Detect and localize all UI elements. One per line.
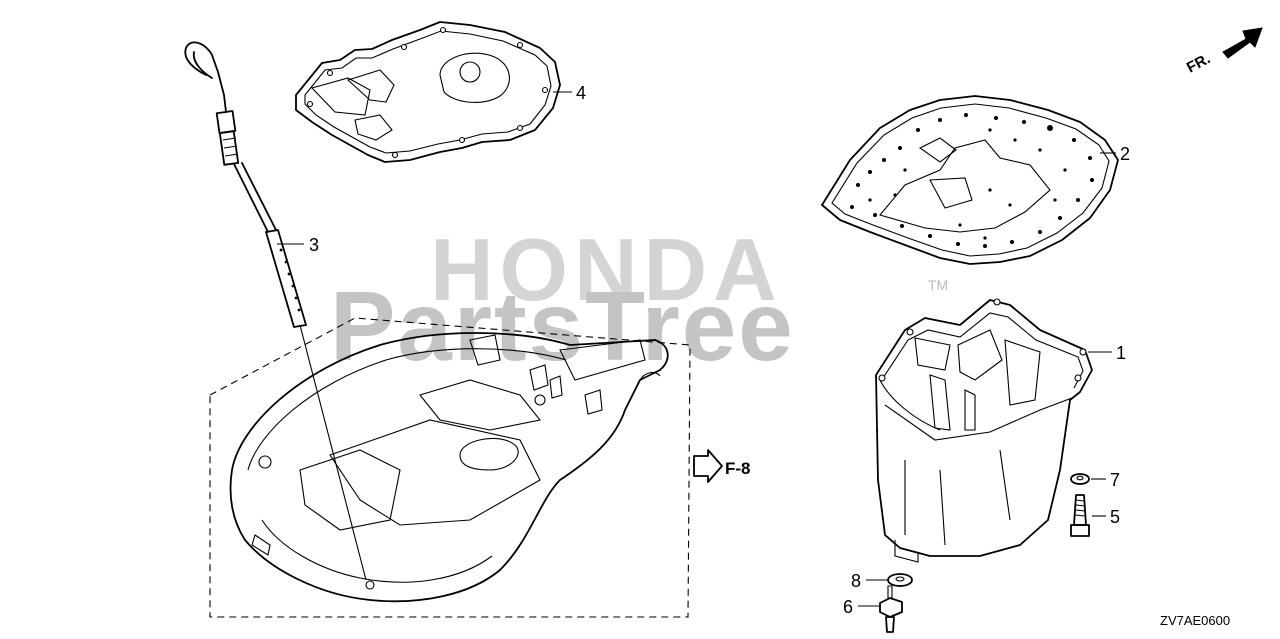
callout-2: 2 — [1120, 144, 1130, 164]
watermark-trademark: TM — [928, 277, 948, 293]
callout-1: 1 — [1116, 343, 1126, 363]
front-direction-indicator: FR. — [1184, 27, 1263, 77]
reference-label: F-8 — [725, 459, 751, 478]
part-gasket-upper — [295, 21, 572, 163]
callout-3: 3 — [309, 235, 319, 255]
part-plate — [821, 95, 1119, 265]
callout-7: 7 — [1110, 470, 1120, 490]
part-dipstick — [184, 41, 367, 581]
part-bolt-5 — [1070, 494, 1106, 537]
callout-5: 5 — [1110, 507, 1120, 527]
part-washer-8 — [866, 573, 913, 587]
callout-6: 6 — [843, 597, 853, 617]
part-bolt-6 — [858, 585, 903, 633]
part-washer-7 — [1070, 473, 1106, 485]
undercover-assembly — [209, 317, 691, 618]
callout-8: 8 — [851, 571, 861, 591]
watermark: HONDA PartsTree TM — [330, 220, 948, 381]
reference-indicator: F-8 — [693, 449, 751, 483]
front-arrow-icon — [1222, 27, 1263, 59]
part-oil-pan — [875, 298, 1112, 563]
reference-arrow-icon — [693, 449, 723, 483]
callout-4: 4 — [576, 83, 586, 103]
watermark-name: PartsTree — [330, 271, 795, 381]
watermark-brand: HONDA — [430, 220, 783, 319]
drawing-code: ZV7AE0600 — [1160, 613, 1230, 628]
front-direction-label: FR. — [1184, 50, 1213, 76]
